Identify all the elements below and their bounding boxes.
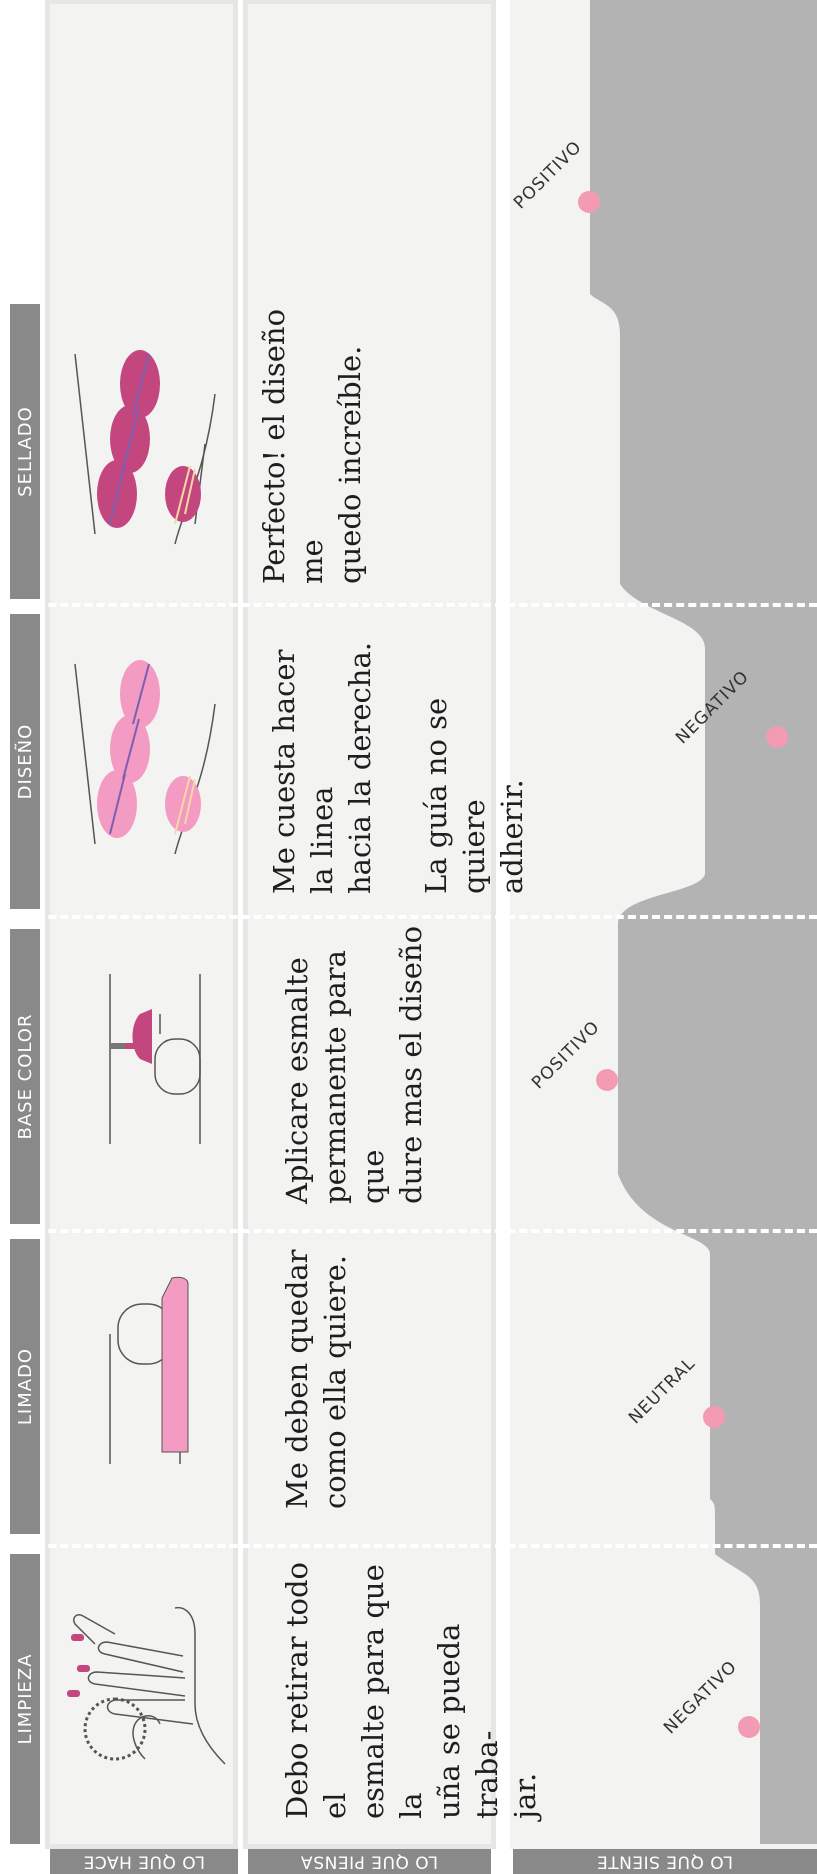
stage-divider-1 xyxy=(0,1544,817,1548)
thought-base-color: Aplicare esmalte permanente para que dur… xyxy=(278,924,430,1204)
thought-sellado: Perfecto! el diseño me quedo increíble. xyxy=(255,304,369,584)
thought-limado: Me deben quedar como ella quiere. xyxy=(278,1249,354,1509)
nail-design-icon xyxy=(55,644,230,864)
emotion-area xyxy=(590,0,817,1844)
thought-diseno: Me cuesta hacer la linea hacia la derech… xyxy=(265,614,531,894)
mood-dot-limado xyxy=(703,1406,725,1428)
nail-polish-brush-icon xyxy=(60,954,220,1174)
hand-nail-clean-icon xyxy=(55,1594,230,1784)
mood-dot-sellado xyxy=(578,191,600,213)
mood-dot-base-color xyxy=(596,1069,618,1091)
nail-seal-icon xyxy=(55,334,230,554)
stage-divider-2 xyxy=(0,1229,817,1233)
stage-divider-4 xyxy=(0,603,817,607)
nail-file-icon xyxy=(60,1274,220,1474)
thought-limpieza: Debo retirar todo el esmalte para que la… xyxy=(278,1559,544,1819)
mood-dot-limpieza xyxy=(738,1716,760,1738)
stage-divider-3 xyxy=(0,915,817,919)
mood-dot-diseno xyxy=(766,726,788,748)
